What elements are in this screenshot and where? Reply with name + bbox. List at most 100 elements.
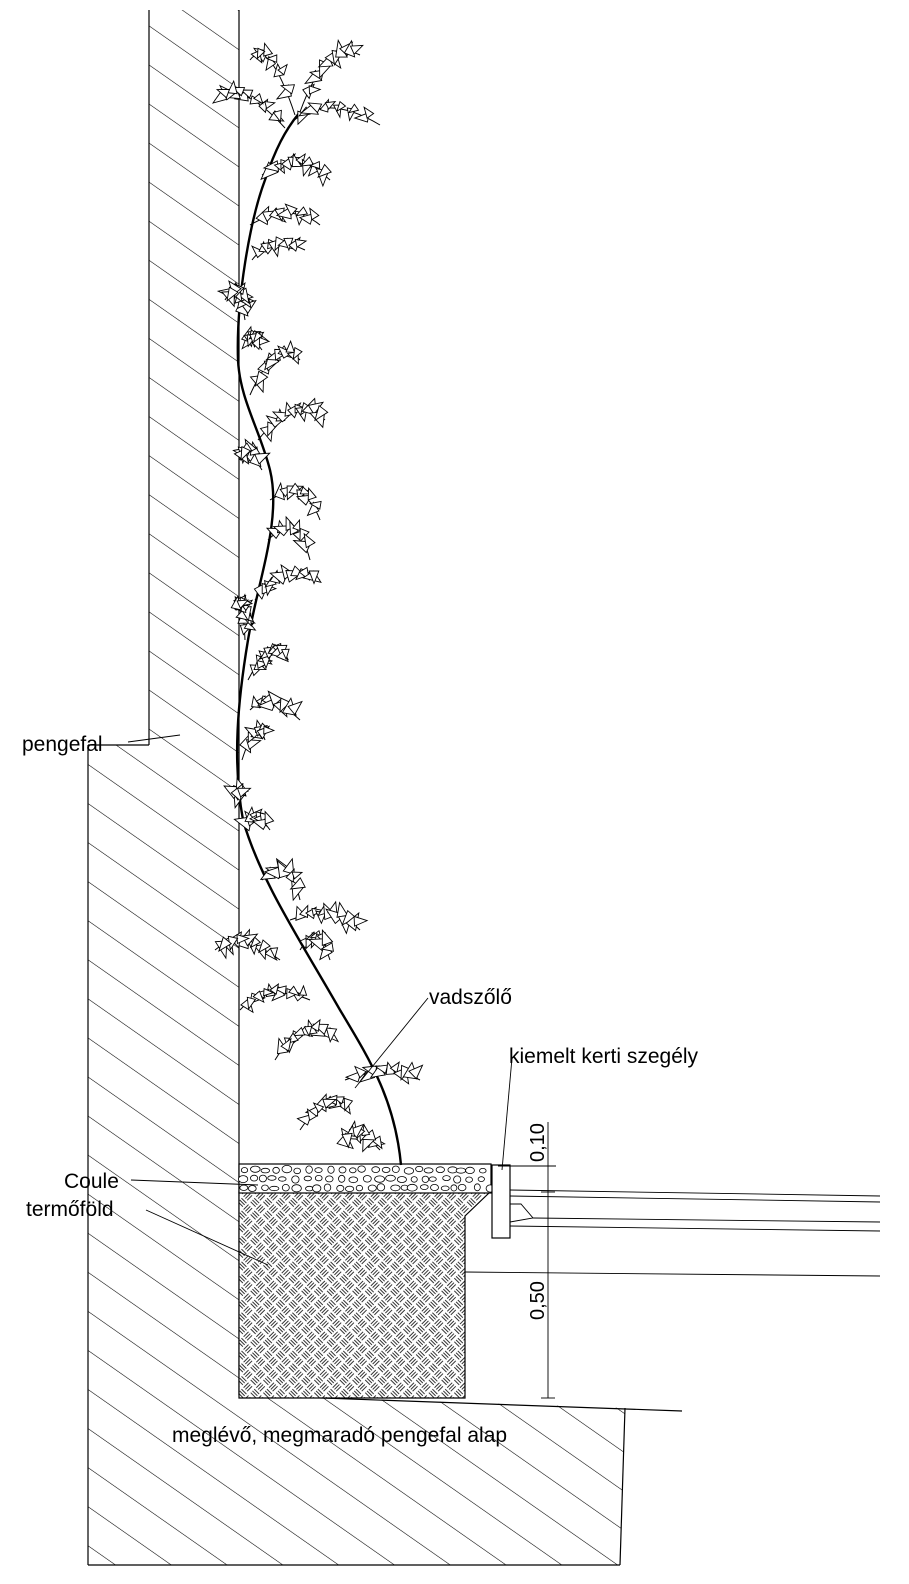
curb-stone <box>491 1164 511 1239</box>
gravel-pebble <box>336 1184 345 1192</box>
gravel-pebble <box>465 1166 475 1175</box>
vine-leaf <box>265 415 284 428</box>
vine-leaf <box>299 486 312 495</box>
vine-leaf <box>307 487 317 501</box>
vine-leaf <box>303 532 316 549</box>
vine-leaf <box>215 88 231 99</box>
vine-leaf <box>251 245 266 259</box>
pavement-line-4 <box>509 1225 881 1232</box>
vine-leaf <box>258 336 271 346</box>
gravel-pebble <box>291 1175 300 1184</box>
vine-leaf <box>354 1065 367 1079</box>
gravel-pebble <box>348 1176 359 1184</box>
gravel-pebble <box>267 1175 277 1181</box>
gravel-pebble <box>240 1167 249 1174</box>
gravel-pebble <box>338 1166 347 1174</box>
vine-leaf <box>264 810 275 825</box>
vine-leaf <box>317 163 332 178</box>
vine-leaf <box>295 206 309 217</box>
vine-leaf <box>269 983 280 995</box>
vine-leaf <box>273 985 287 995</box>
gravel-pebble <box>423 1167 434 1174</box>
gravel-pebble <box>457 1184 467 1192</box>
vine-leaf <box>249 936 262 949</box>
gravel-pebble <box>260 1167 271 1174</box>
vine-stem <box>235 111 403 1166</box>
vine-leaf <box>408 1064 424 1080</box>
vine-leaf <box>218 936 233 952</box>
gravel-pebble <box>410 1176 418 1183</box>
vine-leaf <box>309 160 321 170</box>
gravel-pebble <box>415 1165 424 1173</box>
gravel-pebble <box>455 1167 467 1174</box>
vine-leaf <box>236 599 250 609</box>
vine-leaf <box>240 89 254 99</box>
vine-leaf <box>246 996 257 1011</box>
gravel-pebble <box>362 1175 372 1183</box>
vine-leaf <box>257 939 271 954</box>
gravel-pebble <box>281 1183 290 1192</box>
label-soil: termőföld <box>26 1198 114 1221</box>
vine-leaf <box>264 101 277 110</box>
vine-leaf <box>347 103 360 114</box>
vine-leaf <box>245 739 262 751</box>
gravel-pebble <box>357 1165 366 1173</box>
gravel-pebble <box>473 1183 481 1192</box>
gravel-pebble <box>406 1183 418 1192</box>
gravel-pebble <box>303 1175 312 1182</box>
vine-leaves <box>211 38 424 1153</box>
gravel-pebble <box>344 1185 355 1193</box>
vine-leaf <box>263 725 276 735</box>
vine-leaf <box>289 877 306 890</box>
gravel-pebble <box>430 1184 439 1192</box>
vine-leaf <box>281 648 290 661</box>
vine-leaf <box>336 100 347 113</box>
gravel-pebble <box>291 1184 302 1193</box>
vine-leaf <box>322 1098 338 1109</box>
vine-leaf <box>269 947 279 959</box>
vine-leaf <box>272 109 282 124</box>
gravel-pebble <box>419 1184 429 1190</box>
gravel-pebble <box>323 1183 332 1192</box>
gravel-pebble <box>442 1175 451 1181</box>
vine-leaf <box>282 857 295 875</box>
gravel-pebble <box>421 1175 430 1183</box>
curb-bedding <box>509 1203 534 1223</box>
vine-leaf <box>371 1135 383 1150</box>
vine-leaf <box>277 345 294 359</box>
vine-leaf <box>312 1102 325 1114</box>
gravel-pebble <box>453 1175 462 1184</box>
vine-leaf <box>243 620 257 631</box>
dimension-lower: 0,50 <box>527 1166 555 1399</box>
vine-leaf <box>263 987 275 997</box>
vine-leaf <box>236 787 252 798</box>
gravel-pebble <box>435 1166 445 1173</box>
vine-leaf <box>303 1025 313 1038</box>
label-wall: pengefal <box>22 733 103 756</box>
gravel-layer <box>238 1163 495 1194</box>
vine-leaf <box>288 985 301 997</box>
label-foundation: meglévő, megmaradó pengefal alap <box>172 1424 507 1447</box>
vine-leaf <box>226 286 239 302</box>
vine-leaf <box>353 915 369 927</box>
vine-leaf <box>277 63 288 76</box>
vine-leaf <box>309 207 320 221</box>
vine-leaf <box>349 44 364 55</box>
gravel-pebble <box>338 1174 346 1183</box>
vine-leaf <box>306 1108 318 1122</box>
gravel-pebble <box>385 1174 396 1182</box>
vine-leaf <box>307 102 323 114</box>
vine-leaf <box>294 238 308 248</box>
gravel-pebble <box>293 1167 302 1175</box>
gravel-pebble <box>371 1166 381 1173</box>
gravel-pebble <box>477 1176 485 1182</box>
vine-leaf <box>292 1026 306 1037</box>
vine-leaf <box>254 370 269 387</box>
vine-leaf <box>292 518 301 532</box>
vine-leaf <box>252 990 265 1004</box>
gravel-pebble <box>479 1167 487 1174</box>
vine-leaf <box>279 697 291 714</box>
vine-leaf <box>389 1061 400 1074</box>
gravel-pebble <box>391 1165 400 1173</box>
subgrade-line <box>464 1271 881 1277</box>
